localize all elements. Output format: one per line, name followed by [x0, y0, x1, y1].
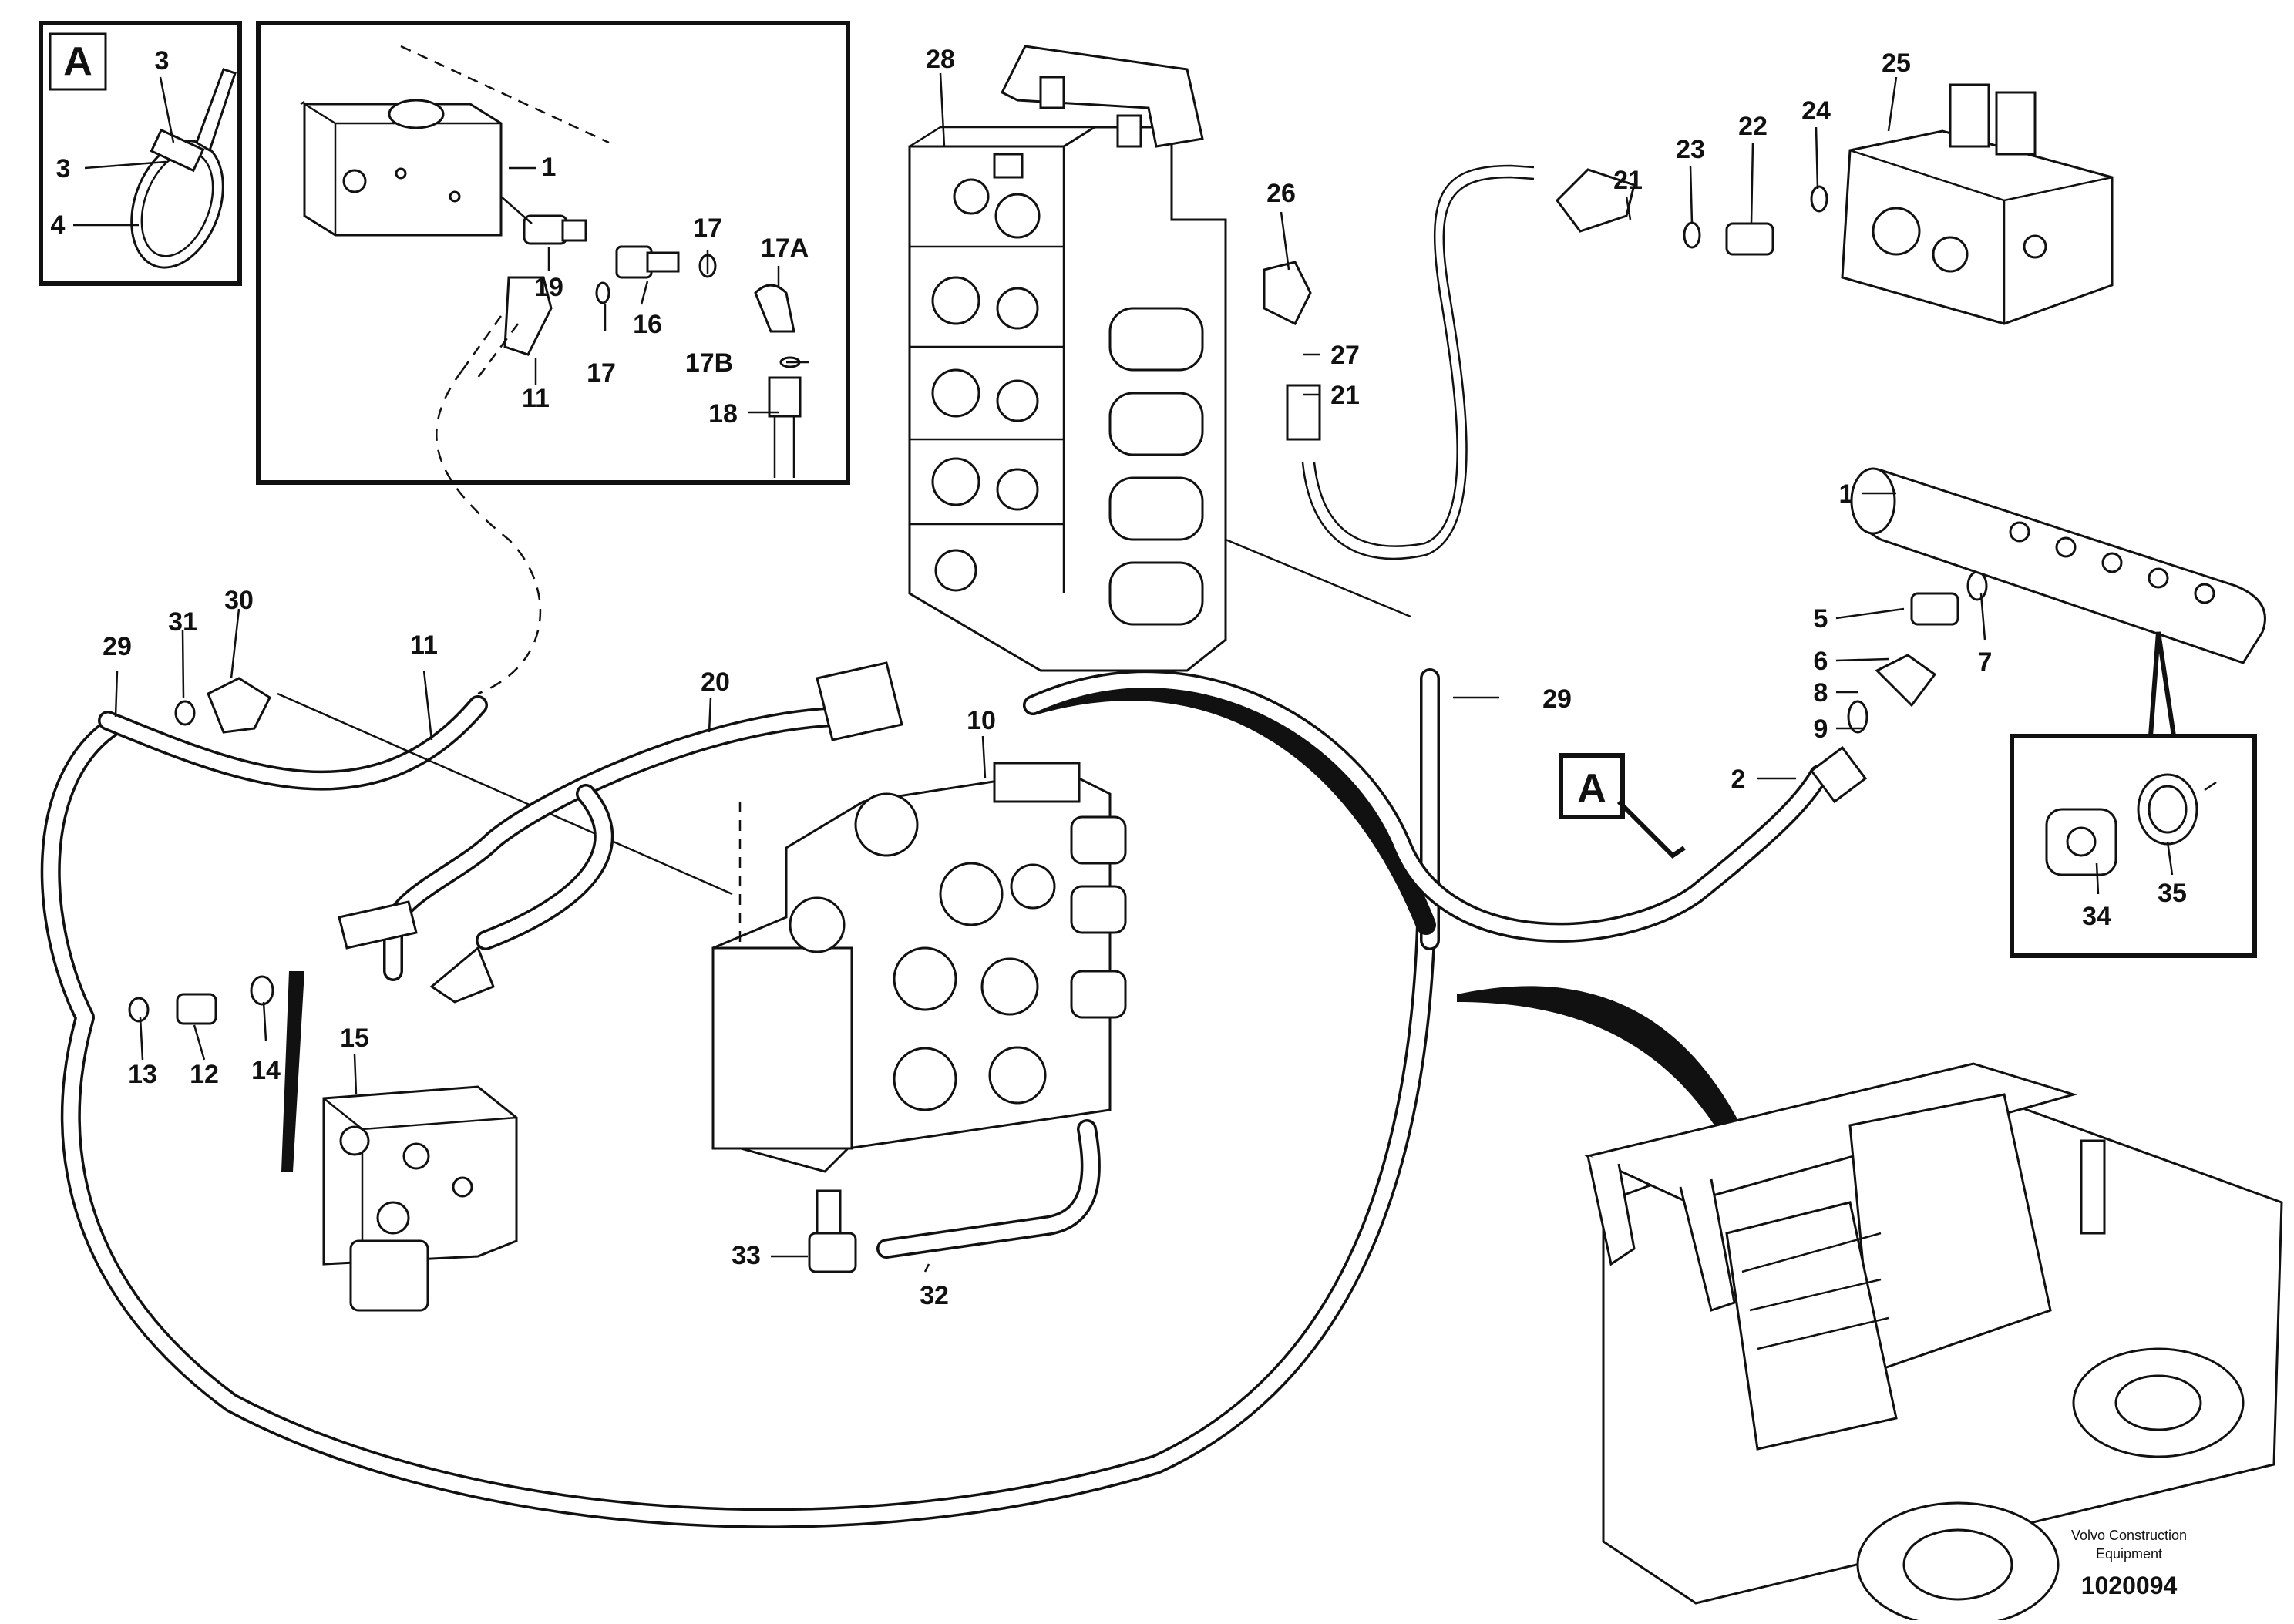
label-22: 22	[1738, 112, 1768, 141]
solenoid-icon	[1108, 307, 1204, 372]
company-name-line1: Volvo Construction	[2071, 1528, 2187, 1543]
detail-label-17a: 17A	[761, 234, 809, 263]
tank-block	[300, 45, 610, 237]
label-8: 8	[1814, 678, 1828, 708]
manifold-25	[1841, 83, 2114, 325]
detail-box: 1 19 16 17 17 17A 17B 11 18	[256, 21, 850, 485]
fitting-chain-top-right	[1263, 168, 1828, 441]
label-32: 32	[920, 1281, 949, 1310]
inset-a-label-3-top: 3	[155, 46, 170, 76]
dashed-hose-11	[436, 369, 542, 695]
hose-11-lower	[98, 695, 488, 791]
detail-label-17-bottom: 17	[587, 358, 616, 388]
detail-label-1: 1	[542, 153, 557, 182]
control-valve-28	[908, 45, 1227, 672]
inset-label-34: 34	[2082, 902, 2111, 931]
fitting-chain-top	[174, 677, 271, 734]
detail-label-16: 16	[633, 310, 662, 339]
loader-machine-illustration	[1457, 986, 2283, 1624]
label-7: 7	[1978, 647, 1993, 677]
label-30: 30	[224, 586, 254, 615]
label-1-bar: 1	[1839, 479, 1854, 509]
detail-label-17b: 17B	[685, 348, 733, 378]
detail-label-17-top: 17	[693, 214, 722, 243]
detail-label-19: 19	[534, 273, 563, 302]
label-24: 24	[1801, 96, 1831, 126]
label-15: 15	[340, 1024, 369, 1053]
label-23: 23	[1676, 135, 1705, 164]
label-11-main: 11	[410, 630, 438, 660]
label-21-top: 21	[1613, 166, 1643, 195]
label-5: 5	[1814, 604, 1828, 634]
fitting-chain-right	[1809, 570, 1988, 804]
callout-a: A	[1559, 753, 1686, 859]
hose-29-top-loop	[1023, 670, 1829, 943]
detail-label-18: 18	[708, 399, 738, 429]
company-name-line2: Equipment	[2096, 1546, 2162, 1562]
fitting-33	[808, 1189, 857, 1273]
valve-block-10	[711, 762, 1127, 1173]
label-21-mid: 21	[1330, 381, 1360, 410]
label-9: 9	[1814, 714, 1828, 744]
label-31: 31	[168, 607, 197, 637]
label-13: 13	[128, 1060, 157, 1089]
label-28: 28	[926, 45, 955, 74]
hose-32	[876, 1119, 1101, 1259]
label-2: 2	[1731, 765, 1746, 794]
hose-29-left-loop	[40, 714, 1436, 1528]
label-29-left: 29	[103, 632, 132, 661]
inset-detail-box: 34 35	[2010, 631, 2257, 958]
inset-a-label-3-left: 3	[56, 154, 71, 183]
tube-20	[338, 661, 903, 1004]
label-14: 14	[251, 1056, 281, 1085]
inset-label-35: 35	[2158, 879, 2187, 908]
inset-a-box: A 3 3 4	[39, 21, 242, 286]
distribution-bar	[1850, 467, 2266, 664]
label-20: 20	[701, 667, 730, 697]
label-27: 27	[1330, 341, 1360, 370]
fittings-row	[461, 196, 802, 478]
label-29-right: 29	[1542, 684, 1572, 714]
fitting-chain-lower	[128, 975, 274, 1025]
inset-a-letter: A	[63, 39, 92, 84]
callout-a-letter: A	[1577, 766, 1606, 811]
label-26: 26	[1266, 179, 1296, 208]
hose-21-loop	[1301, 164, 1535, 560]
label-6: 6	[1814, 647, 1828, 676]
part-labels: 28 26 27 21 21 23 22 24 25 1 5 6 7 8 9 2…	[103, 45, 1992, 1310]
inset-a-label-4: 4	[51, 210, 66, 240]
label-33: 33	[732, 1241, 761, 1270]
figure-number: 1020094	[2081, 1572, 2178, 1599]
label-12: 12	[190, 1060, 219, 1089]
label-10: 10	[967, 706, 996, 735]
detail-label-11: 11	[522, 384, 550, 413]
footer: Volvo Construction Equipment 1020094	[2071, 1528, 2187, 1599]
label-25: 25	[1882, 49, 1911, 78]
leader-lines	[114, 72, 1986, 1273]
valve-block-15	[281, 971, 518, 1312]
